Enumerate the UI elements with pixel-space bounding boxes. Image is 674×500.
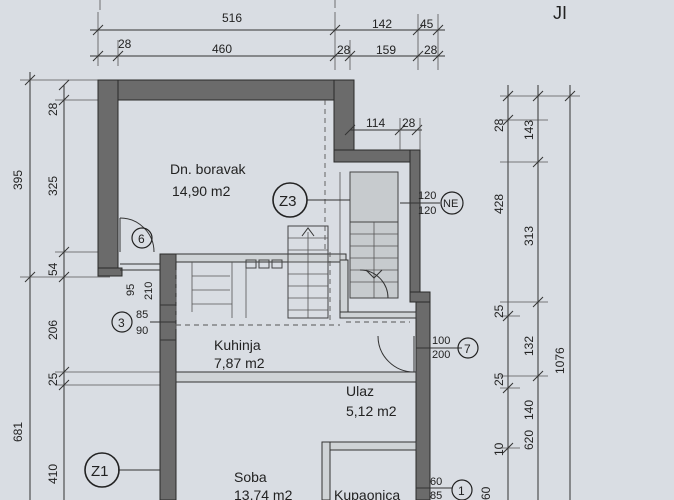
- dim-45: 45: [420, 17, 434, 31]
- tag-z1: Z1: [84, 452, 120, 488]
- right-dimension-lines: [500, 85, 580, 500]
- dim-60-partial: 60: [479, 486, 493, 500]
- dim-681: 681: [11, 422, 25, 442]
- dim-206: 206: [46, 320, 60, 340]
- opening-d1-height: 85: [430, 490, 442, 500]
- opening-ne-height: 120: [418, 205, 436, 217]
- dim-132: 132: [522, 336, 536, 356]
- dim-325: 325: [46, 176, 60, 196]
- stair-center: [191, 225, 329, 319]
- svg-text:1: 1: [458, 484, 465, 498]
- dim-460: 460: [212, 42, 232, 56]
- door-swings: [119, 217, 415, 373]
- stair-dimension: [344, 118, 423, 150]
- svg-text:Z3: Z3: [279, 193, 297, 210]
- dim-28-right: 28: [424, 43, 438, 57]
- room-living-area: 14,90 m2: [172, 183, 231, 199]
- room-kitchen-area: 7,87 m2: [214, 355, 265, 371]
- dim-142: 142: [372, 17, 392, 31]
- dim-28-left: 28: [118, 37, 132, 51]
- room-kitchen-name: Kuhinja: [214, 337, 261, 353]
- top-dimension-lines: [90, 0, 445, 70]
- opening-d7-width: 100: [432, 335, 450, 347]
- opening-d7-height: 200: [432, 349, 450, 361]
- dim-28-right-top: 28: [492, 118, 506, 132]
- dim-54: 54: [46, 262, 60, 276]
- opening-marks: [118, 199, 462, 489]
- dim-395: 395: [11, 170, 25, 190]
- dim-620: 620: [522, 430, 536, 450]
- opening-w3-height: 90: [136, 325, 148, 337]
- dim-140: 140: [522, 400, 536, 420]
- opening-w3-width: 85: [136, 309, 148, 321]
- dim-10-right: 10: [492, 442, 506, 456]
- dim-410: 410: [46, 464, 60, 484]
- svg-text:6: 6: [138, 232, 145, 246]
- stair-block: [339, 171, 399, 300]
- svg-text:Z1: Z1: [91, 463, 109, 480]
- opening-d6-width: 95: [125, 284, 137, 296]
- room-bathroom-name: Kupaonica: [334, 487, 400, 500]
- corner-label: JI: [553, 3, 567, 23]
- interior-walls: [175, 253, 417, 500]
- room-entry-name: Ulaz: [346, 383, 374, 399]
- tag-ne: NE: [440, 191, 464, 215]
- svg-text:3: 3: [118, 316, 125, 330]
- dim-143: 143: [522, 120, 536, 140]
- dim-25-left: 25: [46, 372, 60, 386]
- left-dimension-lines: [20, 72, 170, 500]
- room-bedroom-name: Soba: [234, 469, 267, 485]
- dim-25-right-a: 25: [492, 304, 506, 318]
- tag-door-7: 7: [457, 337, 479, 359]
- dim-25-right-b: 25: [492, 372, 506, 386]
- dim-28-left-inner: 28: [46, 102, 60, 116]
- tag-door-1: 1: [451, 479, 473, 500]
- svg-text:NE: NE: [443, 198, 458, 210]
- svg-text:7: 7: [464, 342, 471, 356]
- room-bedroom-area: 13,74 m2: [234, 487, 293, 500]
- tag-door-6: 6: [131, 227, 153, 249]
- dim-159: 159: [376, 43, 396, 57]
- dim-428: 428: [492, 194, 506, 214]
- tag-window-3: 3: [111, 311, 133, 333]
- dashed-lines: [175, 100, 410, 330]
- tag-z3: Z3: [272, 182, 308, 218]
- exterior-walls: [97, 79, 431, 500]
- dim-28-mid: 28: [337, 43, 351, 57]
- dim-313: 313: [522, 226, 536, 246]
- dim-28-stair: 28: [402, 116, 416, 130]
- dim-total-width: 516: [222, 11, 242, 25]
- room-living-name: Dn. boravak: [170, 161, 246, 177]
- opening-d1-width: 60: [430, 476, 442, 488]
- dim-114: 114: [366, 116, 385, 130]
- opening-d6-height: 210: [143, 282, 155, 300]
- room-entry-area: 5,12 m2: [346, 403, 397, 419]
- dim-1076: 1076: [553, 347, 567, 374]
- opening-ne-width: 120: [418, 190, 436, 202]
